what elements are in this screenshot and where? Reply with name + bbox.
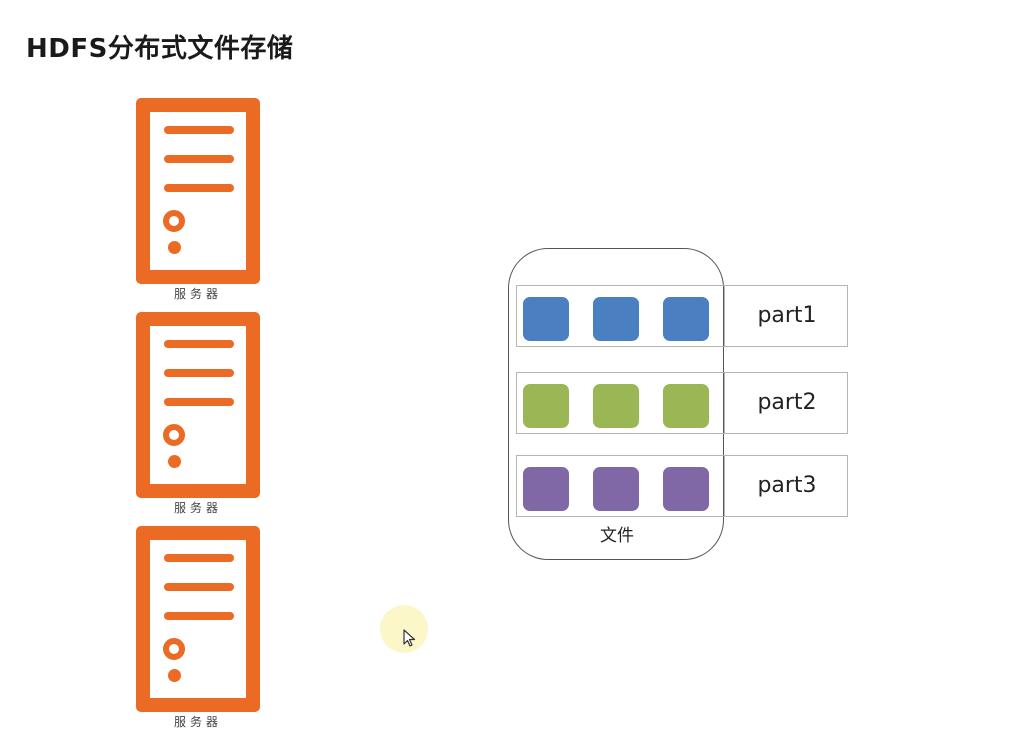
server-line [164, 398, 234, 406]
server-1: 服务器 [136, 98, 260, 302]
server-power-ring [163, 210, 185, 232]
mouse-pointer-icon [403, 629, 416, 647]
part-label: part2 [757, 390, 817, 415]
server-icon [136, 98, 260, 284]
server-2: 服务器 [136, 312, 260, 516]
part-row-3: part3 [516, 455, 848, 517]
server-line [164, 155, 234, 163]
data-block [663, 297, 709, 341]
server-caption: 服务器 [173, 287, 222, 301]
server-line [164, 369, 234, 377]
server-line [164, 612, 234, 620]
data-block [523, 384, 569, 428]
server-power-ring [163, 424, 185, 446]
server-line [164, 583, 234, 591]
server-power-dot [168, 241, 181, 254]
server-power-dot [168, 455, 181, 468]
server-power-dot [168, 669, 181, 682]
server-line [164, 554, 234, 562]
part-label: part1 [757, 303, 817, 328]
server-icon [136, 526, 260, 712]
server-line [164, 184, 234, 192]
server-line [164, 126, 234, 134]
data-block [593, 384, 639, 428]
data-block [663, 467, 709, 511]
data-block [523, 297, 569, 341]
server-caption: 服务器 [173, 501, 222, 515]
part-label: part3 [757, 473, 817, 498]
part-divider [724, 455, 725, 517]
data-block [593, 467, 639, 511]
data-block [663, 384, 709, 428]
data-block [593, 297, 639, 341]
page-title: HDFS分布式文件存储 [26, 34, 294, 64]
file-label: 文件 [600, 526, 634, 546]
part-row-2: part2 [516, 372, 848, 434]
server-power-ring [163, 638, 185, 660]
server-line [164, 340, 234, 348]
server-3: 服务器 [136, 526, 260, 730]
server-icon [136, 312, 260, 498]
file-container: 文件 [508, 248, 724, 560]
server-caption: 服务器 [173, 715, 222, 729]
part-row-1: part1 [516, 285, 848, 347]
data-block [523, 467, 569, 511]
part-divider [724, 285, 725, 347]
part-divider [724, 372, 725, 434]
cursor-highlight [380, 605, 428, 653]
